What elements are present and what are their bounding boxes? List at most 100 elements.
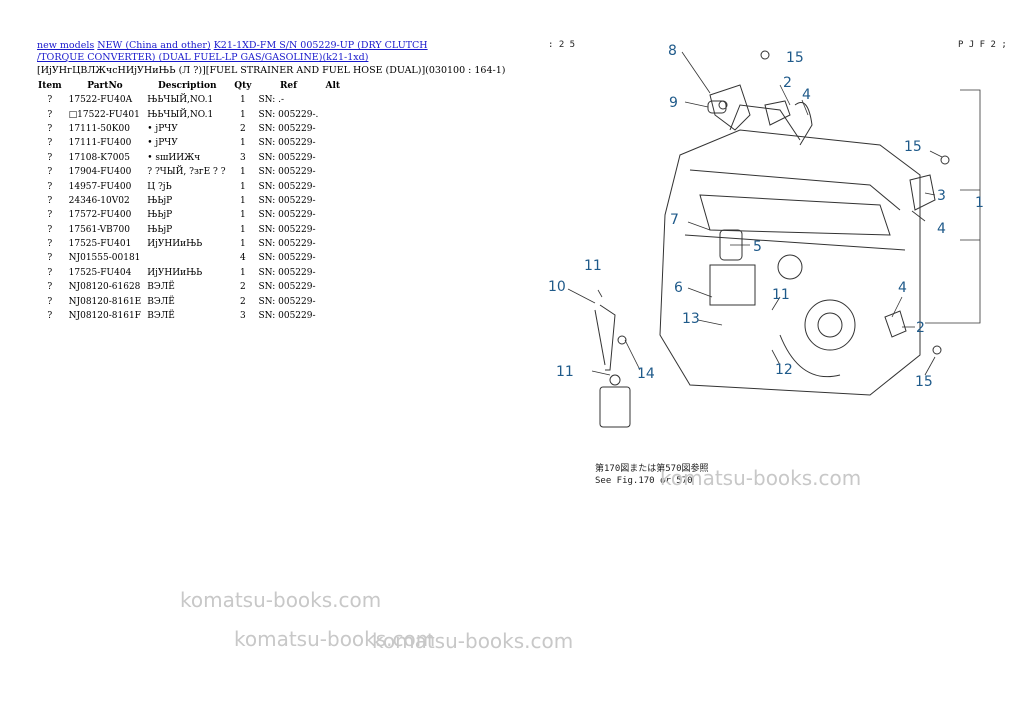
cell-partno: 17522-FU40A [68, 95, 133, 106]
cell-qty: 1 [240, 167, 246, 178]
cell-qty: 1 [240, 109, 246, 120]
cell-description: ВЭЛЁ [147, 311, 175, 322]
cell-item: ? [47, 152, 53, 163]
cell-qty: 1 [240, 181, 246, 192]
cell-alt [322, 136, 345, 150]
cell-qty: 4 [240, 253, 246, 264]
leader-lines [567, 51, 981, 376]
cell-partno: 17111-50K00 [68, 123, 130, 134]
callout-labels: 8 15 2 4 9 15 3 1 4 7 5 11 10 6 11 4 13 … [548, 43, 984, 390]
watermark: komatsu-books.com [660, 466, 862, 490]
cell-description: ЊЬЧЫЙ,NO.1 [147, 109, 214, 120]
cell-alt [322, 122, 345, 136]
callout-10: 10 [548, 279, 566, 295]
cell-ref: SN: 005229-. [258, 109, 319, 120]
cell-partno: □17522-FU401 [68, 109, 140, 120]
cell-item: ? [47, 267, 53, 278]
cell-ref: SN: 005229- [258, 296, 316, 307]
callout-2: 2 [916, 320, 925, 336]
cell-partno: NJ01555-00181 [68, 253, 141, 264]
cell-qty: 1 [240, 224, 246, 235]
cell-description: ЊЬЧЫЙ,NO.1 [147, 95, 214, 106]
cell-qty: 2 [240, 296, 246, 307]
callout-14: 14 [637, 366, 655, 382]
cell-partno: 17572-FU400 [68, 210, 132, 221]
callout-4: 4 [937, 221, 946, 237]
cell-alt [322, 151, 345, 165]
cell-ref: SN: 005229- [258, 210, 316, 221]
callout-11: 11 [772, 287, 790, 303]
cell-ref: SN: 005229- [258, 224, 316, 235]
callout-11: 11 [584, 258, 602, 274]
cell-description: • sшИИЖч [147, 152, 201, 163]
callout-2: 2 [783, 75, 792, 91]
cell-description: • jРЧУ [147, 138, 178, 149]
header-ref: Ref [279, 80, 298, 91]
cell-qty: 3 [240, 311, 246, 322]
cell-item: ? [47, 253, 53, 264]
cell-partno: NJ08120-61628 [68, 282, 141, 293]
cell-description [144, 251, 230, 265]
cell-description: ИјУНИиЊЬ [147, 267, 203, 278]
callout-13: 13 [682, 311, 700, 327]
cell-description: Ц ?jЬ [147, 181, 172, 192]
breadcrumb: new models NEW (China and other) K21-1XD… [37, 40, 457, 64]
cell-description: ЊЬjР [147, 210, 173, 221]
breadcrumb-link-new-models[interactable]: new models [37, 40, 95, 51]
cell-qty: 2 [240, 123, 246, 134]
cell-partno: NJ08120-8161E [68, 296, 142, 307]
diagram-caption-en: See Fig.170 or 570 [595, 476, 693, 486]
breadcrumb-link-region[interactable]: NEW (China and other) [97, 40, 211, 51]
cell-alt [322, 179, 345, 193]
cell-item: ? [47, 296, 53, 307]
cell-alt [322, 208, 345, 222]
callout-1: 1 [975, 195, 984, 211]
cell-partno: 17904-FU400 [68, 167, 132, 178]
callout-3: 3 [937, 188, 946, 204]
cell-ref: SN: 005229- [258, 138, 316, 149]
cell-partno: NJ08120-8161F [68, 311, 141, 322]
callout-15: 15 [904, 139, 922, 155]
callout-6: 6 [674, 280, 683, 296]
cell-qty: 1 [240, 95, 246, 106]
cell-qty: 1 [240, 239, 246, 250]
cell-partno: 17108-K7005 [68, 152, 130, 163]
cell-description: ВЭЛЁ [147, 296, 175, 307]
cell-qty: 2 [240, 282, 246, 293]
cell-ref: SN: 005229- [258, 239, 316, 250]
cell-qty: 3 [240, 152, 246, 163]
callout-15: 15 [915, 374, 933, 390]
cell-alt [322, 309, 345, 323]
callout-9: 9 [669, 95, 678, 111]
cell-item: ? [47, 95, 53, 106]
cell-description: • jРЧУ [147, 123, 178, 134]
cell-alt [322, 251, 345, 265]
callout-8: 8 [668, 43, 677, 59]
cell-alt [322, 194, 345, 208]
breadcrumb-link-model[interactable]: K21-1XD-FM S/N 005229-UP (DRY CLUTCH /TO… [37, 40, 428, 63]
cell-ref: SN: 005229- [258, 267, 316, 278]
cell-alt [322, 93, 345, 107]
cell-description: ЊЬjР [147, 195, 173, 206]
cell-item: ? [47, 195, 53, 206]
page-title: [ИјУНгЦВЛЖчсНИјУНиЊЬ (Л ?)][FUEL STRAINE… [37, 65, 506, 76]
cell-alt [322, 237, 345, 251]
cell-item: ? [47, 311, 53, 322]
cell-partno: 17111-FU400 [68, 138, 132, 149]
cell-qty: 1 [240, 138, 246, 149]
page-mark: : 2 5 [548, 40, 575, 50]
cell-ref: SN: 005229- [258, 195, 316, 206]
parts-table: Item PartNo Description Qty Ref Alt ?175… [34, 78, 344, 323]
